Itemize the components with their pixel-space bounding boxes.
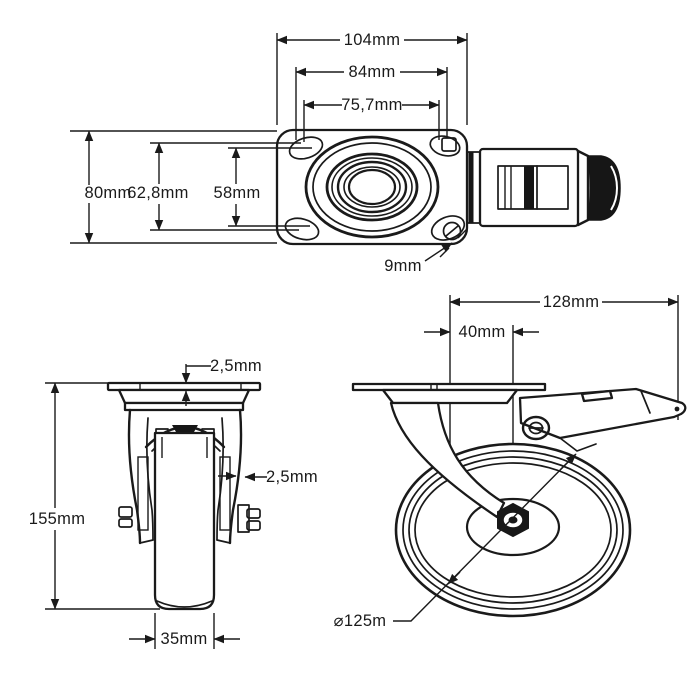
dimension-swivel-offset: 40mm bbox=[424, 323, 539, 341]
swivel-housing-side bbox=[381, 388, 519, 405]
dimension-wheel-diameter: ⌀125m bbox=[334, 453, 577, 630]
dim-label-total-length: 128mm bbox=[543, 293, 600, 311]
axle-nut bbox=[497, 502, 529, 538]
bearing-cap bbox=[172, 425, 198, 432]
dimension-hole-spacing-depth: 62,8mm bbox=[127, 142, 301, 231]
swivel-housing-front bbox=[117, 388, 251, 405]
fork-plate-right bbox=[219, 456, 231, 531]
side-view: 128mm 40mm ⌀125m bbox=[334, 293, 687, 630]
dim-label-hole-inner-width: 75,7mm bbox=[341, 96, 402, 114]
bolt-head-bottom-right bbox=[442, 221, 462, 241]
dim-label-bolt-hole-diameter: 9mm bbox=[384, 257, 422, 275]
dimension-hole-spacing-width: 84mm bbox=[295, 63, 448, 140]
swivel-bearing-rings bbox=[304, 135, 440, 239]
bolt-head-slot bbox=[445, 225, 459, 237]
mounting-plate bbox=[275, 128, 469, 246]
fork-leg-left-inner bbox=[145, 417, 154, 541]
dimension-plate-depth: 80mm bbox=[70, 130, 277, 244]
bolt-slot-top-left bbox=[288, 136, 324, 160]
top-view: 104mm 84mm 75,7mm 80mm bbox=[70, 31, 621, 275]
dimension-hole-inner-width: 75,7mm bbox=[303, 96, 440, 142]
dimension-plate-width: 104mm bbox=[276, 31, 468, 125]
front-view: 155mm 35mm 2,5mm 2,5mm bbox=[29, 357, 318, 649]
dimension-total-height: 155mm bbox=[29, 382, 160, 610]
bolt-slot-bottom-left bbox=[284, 217, 320, 241]
brake-arm bbox=[559, 437, 597, 452]
dim-label-plate-width: 104mm bbox=[344, 31, 401, 49]
fork-leg-right-inner bbox=[216, 417, 225, 541]
dimension-total-length: 128mm bbox=[449, 293, 679, 311]
brake-pedal-tab bbox=[580, 389, 614, 403]
fork-plate-left bbox=[137, 456, 149, 531]
bolt-slot-bottom-right bbox=[430, 215, 466, 241]
dim-label-swivel-offset: 40mm bbox=[458, 323, 505, 341]
dim-label-hole-spacing-depth: 62,8mm bbox=[127, 184, 188, 202]
pedal-end-cap bbox=[587, 155, 621, 221]
pedal-grip-bar bbox=[524, 166, 534, 209]
axle-hardware bbox=[118, 504, 261, 533]
brake-pedal-top bbox=[466, 147, 621, 228]
dimension-bolt-hole-diameter: 9mm bbox=[384, 228, 468, 275]
wheel-bottom-curve bbox=[156, 600, 213, 608]
dim-label-total-height: 155mm bbox=[29, 510, 86, 528]
brake-bolt bbox=[521, 415, 551, 441]
dim-label-hole-inner-depth: 58mm bbox=[213, 184, 260, 202]
fork-leg-left-outer bbox=[127, 408, 142, 545]
bolt-square-top-right bbox=[441, 137, 457, 152]
dim-label-plate-thickness: 2,5mm bbox=[210, 357, 262, 375]
dimension-plate-thickness: 2,5mm bbox=[181, 357, 262, 406]
dim-label-hole-spacing-width: 84mm bbox=[348, 63, 395, 81]
dimension-wheel-width: 35mm bbox=[129, 613, 240, 649]
wheel-front bbox=[153, 431, 216, 611]
pedal-cap-highlight bbox=[610, 165, 619, 211]
housing-band bbox=[123, 401, 245, 412]
dim-label-plate-depth: 80mm bbox=[84, 184, 131, 202]
brake-pedal-body bbox=[518, 387, 687, 440]
brake-pedal-side bbox=[518, 387, 687, 452]
dimension-hole-inner-depth: 58mm bbox=[213, 147, 312, 227]
fork-leg-right-outer bbox=[228, 408, 243, 545]
pedal-tip-pin bbox=[674, 406, 680, 412]
dim-label-fork-thickness: 2,5mm bbox=[266, 468, 318, 486]
dim-label-wheel-diameter: ⌀125m bbox=[334, 612, 387, 630]
dim-label-wheel-width: 35mm bbox=[160, 630, 207, 648]
pedal-neck bbox=[576, 149, 590, 227]
dimension-fork-thickness: 2,5mm bbox=[218, 468, 318, 486]
